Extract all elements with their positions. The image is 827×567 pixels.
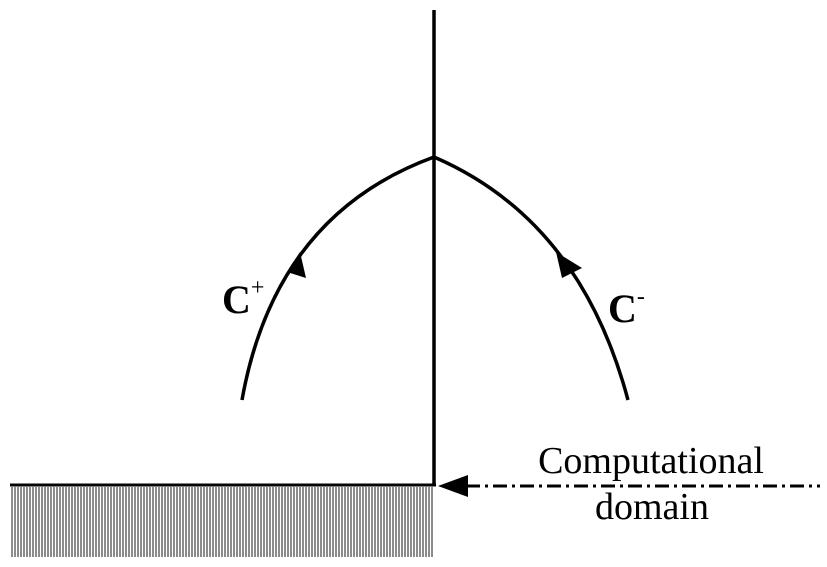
c-minus-curve [433, 155, 630, 401]
domain-label-line1: Computational [538, 440, 764, 482]
c-plus-curve [240, 155, 435, 401]
c-minus-label: C- [608, 284, 645, 331]
c-minus-arrow-icon [556, 252, 582, 278]
c-plus-label: C+ [222, 275, 264, 322]
wall-hatching [11, 487, 433, 557]
domain-label-line2: domain [595, 486, 709, 528]
domain-arrow-icon [438, 475, 468, 497]
c-plus-arrow-icon [287, 252, 306, 278]
